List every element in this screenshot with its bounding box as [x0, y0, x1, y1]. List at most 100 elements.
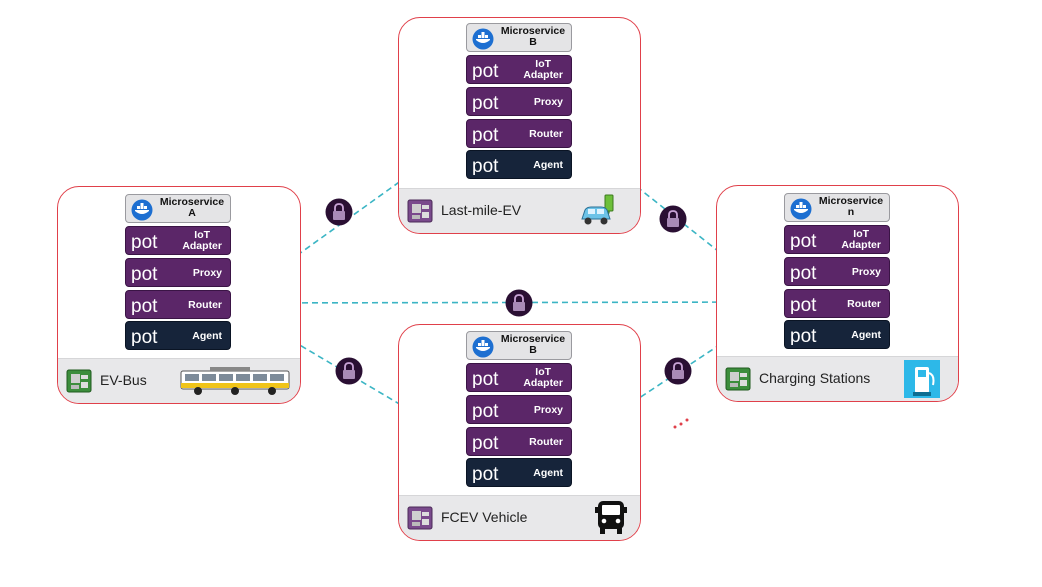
- pot-logo-icon: pot: [131, 327, 158, 346]
- layer-label: Proxy: [533, 404, 563, 416]
- layer-label-line2: Adapter: [182, 240, 222, 252]
- docker-whale-icon: [472, 28, 494, 50]
- chip-icon: [66, 369, 92, 393]
- layer-label-line2: Adapter: [523, 69, 563, 81]
- svg-text:pot: pot: [131, 232, 158, 251]
- agent-layer[interactable]: pot Agent: [466, 458, 572, 487]
- svg-text:pot: pot: [790, 326, 817, 345]
- agent-layer[interactable]: pot Agent: [466, 150, 572, 179]
- layer-label: Router: [529, 436, 563, 448]
- microservice-box[interactable]: Microservice B: [466, 331, 572, 360]
- pot-logo-icon: pot: [131, 296, 158, 315]
- layer-label-line1: IoT: [535, 366, 552, 378]
- node-footer: Charging Stations: [717, 356, 958, 401]
- chip-icon: [725, 367, 751, 391]
- svg-text:pot: pot: [472, 369, 499, 388]
- layer-label: Router: [847, 298, 881, 310]
- svg-text:pot: pot: [790, 231, 817, 250]
- layer-label: Router: [188, 299, 222, 311]
- node-label: EV-Bus: [100, 372, 147, 388]
- node-footer: Last-mile-EV: [399, 188, 640, 233]
- more-nodes-ellipsis: [672, 416, 692, 435]
- proxy-layer[interactable]: pot Proxy: [466, 395, 572, 424]
- microservice-id: A: [188, 207, 196, 219]
- pot-logo-icon: pot: [472, 464, 499, 483]
- layer-label: Agent: [851, 329, 881, 341]
- bus-front-icon: [595, 500, 627, 540]
- agent-layer[interactable]: pot Agent: [784, 320, 890, 349]
- layer-label: Agent: [192, 330, 222, 342]
- svg-text:pot: pot: [472, 433, 499, 452]
- microservice-title: Microservice: [159, 196, 225, 208]
- microservice-box[interactable]: Microservice n: [784, 193, 890, 222]
- node-footer: EV-Bus: [58, 358, 300, 403]
- microservice-box[interactable]: Microservice A: [125, 194, 231, 223]
- lock-icon: [325, 198, 353, 226]
- svg-text:pot: pot: [131, 327, 158, 346]
- pot-logo-icon: pot: [131, 264, 158, 283]
- chip-icon: [407, 199, 433, 223]
- ev-car-charging-icon: [579, 193, 619, 233]
- layer-label: Agent: [533, 159, 563, 171]
- node-label: Charging Stations: [759, 370, 871, 386]
- microservice-id: B: [529, 36, 537, 48]
- router-layer[interactable]: pot Router: [466, 119, 572, 148]
- svg-text:pot: pot: [472, 401, 499, 420]
- layer-label-line2: Adapter: [841, 239, 881, 251]
- lock-icon: [505, 289, 533, 317]
- pot-logo-icon: pot: [472, 369, 499, 388]
- svg-text:pot: pot: [472, 125, 499, 144]
- layer-label: Router: [529, 128, 563, 140]
- pot-logo-icon: pot: [790, 326, 817, 345]
- layer-label-line1: IoT: [853, 228, 870, 240]
- proxy-layer[interactable]: pot Proxy: [466, 87, 572, 116]
- pot-logo-icon: pot: [790, 295, 817, 314]
- pot-logo-icon: pot: [472, 433, 499, 452]
- pot-logo-icon: pot: [472, 401, 499, 420]
- svg-text:pot: pot: [131, 264, 158, 283]
- microservice-title: Microservice: [818, 195, 884, 207]
- svg-text:pot: pot: [472, 61, 499, 80]
- microservice-id: B: [529, 344, 537, 356]
- docker-whale-icon: [790, 198, 812, 220]
- layer-label: Proxy: [851, 266, 881, 278]
- pot-logo-icon: pot: [472, 125, 499, 144]
- pot-logo-icon: pot: [790, 263, 817, 282]
- layer-label-line1: IoT: [535, 58, 552, 70]
- lock-icon: [664, 357, 692, 385]
- layer-label-line1: IoT: [194, 229, 211, 241]
- lock-icon: [659, 205, 687, 233]
- pot-logo-icon: pot: [131, 232, 158, 251]
- svg-text:pot: pot: [790, 263, 817, 282]
- svg-text:pot: pot: [790, 295, 817, 314]
- proxy-layer[interactable]: pot Proxy: [125, 258, 231, 287]
- svg-text:pot: pot: [472, 464, 499, 483]
- microservice-id: n: [847, 206, 855, 218]
- proxy-layer[interactable]: pot Proxy: [784, 257, 890, 286]
- pot-logo-icon: pot: [472, 61, 499, 80]
- docker-whale-icon: [131, 199, 153, 221]
- microservice-title: Microservice: [500, 25, 566, 37]
- router-layer[interactable]: pot Router: [784, 289, 890, 318]
- router-layer[interactable]: pot Router: [466, 427, 572, 456]
- docker-whale-icon: [472, 336, 494, 358]
- router-layer[interactable]: pot Router: [125, 290, 231, 319]
- node-label: Last-mile-EV: [441, 202, 522, 218]
- node-last-mile-ev[interactable]: Last-mile-EV: [398, 17, 641, 234]
- pot-logo-icon: pot: [790, 231, 817, 250]
- node-footer: FCEV Vehicle: [399, 495, 640, 540]
- charging-station-icon: [903, 359, 941, 401]
- lock-icon: [335, 357, 363, 385]
- svg-text:pot: pot: [472, 156, 499, 175]
- pot-logo-icon: pot: [472, 93, 499, 112]
- layer-label: Agent: [533, 467, 563, 479]
- microservice-title: Microservice: [500, 333, 566, 345]
- chip-icon: [407, 506, 433, 530]
- microservice-box[interactable]: Microservice B: [466, 23, 572, 52]
- agent-layer[interactable]: pot Agent: [125, 321, 231, 350]
- pot-logo-icon: pot: [472, 156, 499, 175]
